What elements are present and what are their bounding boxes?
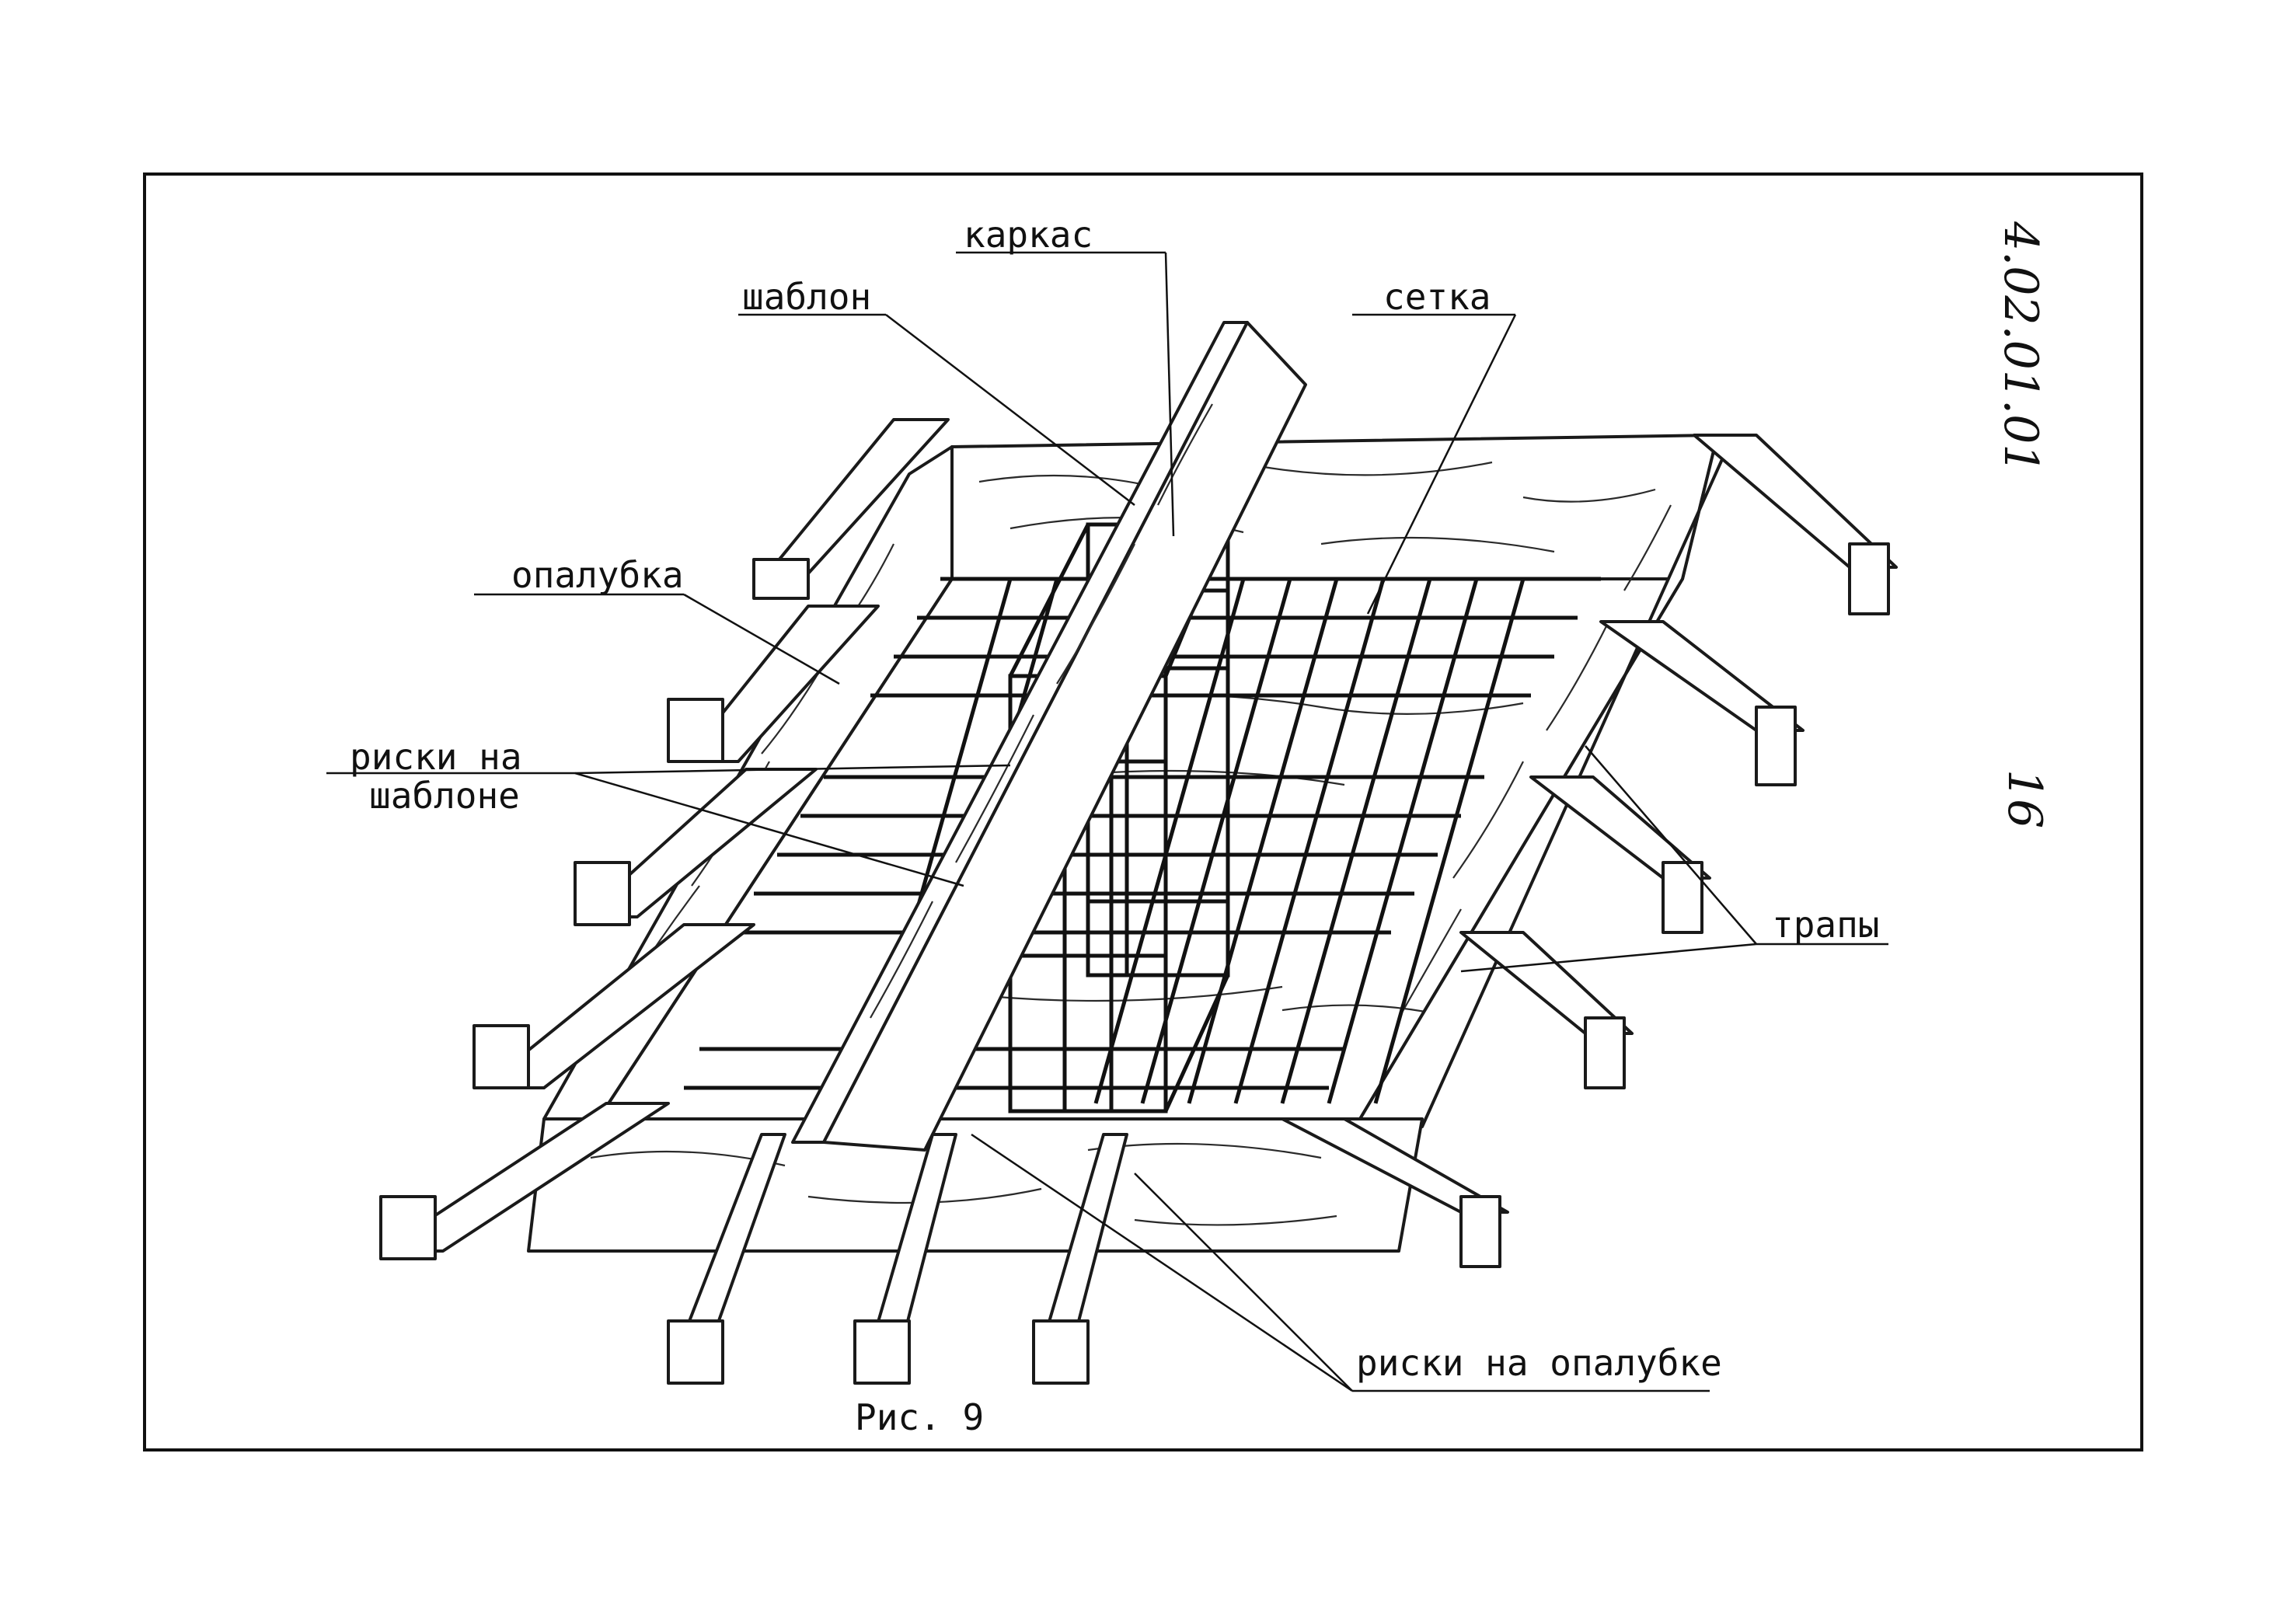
document-code: 4.02.01.01 (1993, 221, 2048, 473)
label-karkas: каркас (964, 214, 1093, 256)
back-formwork-wall (950, 434, 1719, 580)
trestles-left (379, 418, 1128, 1385)
leader-lines (326, 251, 1888, 1392)
template-beam-side (822, 321, 1307, 1152)
label-trapy: трапы (1772, 904, 1879, 946)
label-riski-shablon-1: риски на (350, 736, 522, 778)
label-opalubka: опалубка (511, 554, 684, 596)
label-setka: сетка (1383, 276, 1491, 318)
formwork-diagram (326, 251, 1898, 1392)
front-formwork-wall (527, 1117, 1424, 1253)
label-shablon: шаблон (742, 276, 871, 318)
page-number: 16 (1997, 769, 2052, 828)
page-frame (143, 173, 2143, 1451)
label-riski-opalubka: риски на опалубке (1356, 1342, 1722, 1384)
trestles-right (1281, 434, 1898, 1268)
figure-caption: Рис. 9 (855, 1396, 984, 1438)
label-riski-shablon-2: шаблоне (369, 775, 520, 817)
